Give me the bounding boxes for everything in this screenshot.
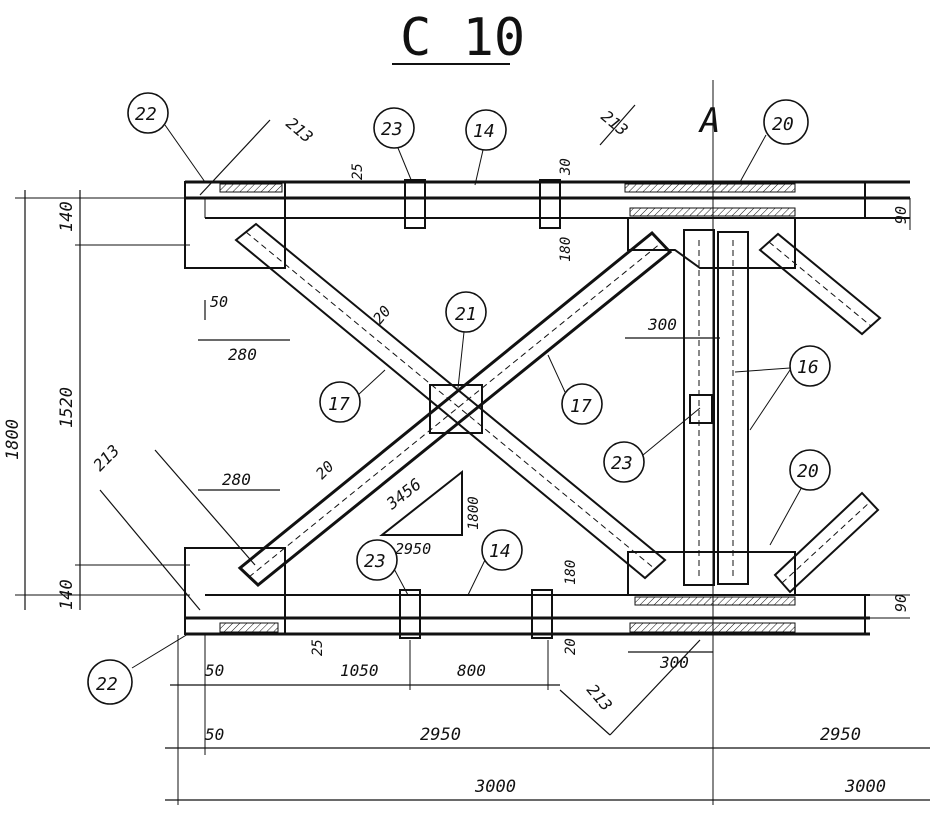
svg-text:20: 20 [797,461,819,482]
drawing-title: С 10 [400,8,525,68]
dim-20-bottom: 20 [563,638,579,655]
dim-140-top: 140 [57,201,77,232]
dim-300-top: 300 [647,315,677,334]
callout-23-mid: 23 [603,441,645,483]
dim-3000-left: 3000 [474,777,516,797]
left-dimension-chain: 1800 1520 140 140 [3,190,190,610]
dim-213-top-right: 213 [597,107,631,140]
svg-text:17: 17 [570,396,592,417]
lower-dimensions: 213 280 20 180 90 25 20 300 213 [89,441,910,736]
dim-20-lower: 20 [312,457,338,483]
dim-1800-triangle: 1800 [466,496,482,530]
dim-800: 800 [457,661,486,680]
svg-text:14: 14 [489,541,511,562]
dim-2950-left: 2950 [420,725,461,745]
svg-text:22: 22 [135,104,157,125]
dim-90-bottom: 90 [892,594,910,612]
dim-2950-right: 2950 [820,725,861,745]
dim-213-bottom-right: 213 [583,680,616,714]
dim-213-bottom-left: 213 [89,441,123,475]
callout-20-mid: 20 [789,449,831,491]
dim-213-top-left: 213 [282,114,316,147]
callout-22-top: 22 [127,92,169,134]
callout-17-right: 17 [561,383,603,425]
dim-25-bottom: 25 [310,639,326,656]
adjacent-braces [758,232,882,594]
svg-text:23: 23 [364,551,386,572]
svg-text:16: 16 [797,357,819,378]
svg-text:17: 17 [328,394,350,415]
bottom-chord [185,594,870,636]
dim-50-bottom: 50 [205,661,224,680]
left-end-plates [184,181,286,635]
svg-text:23: 23 [611,453,633,474]
svg-text:14: 14 [473,121,495,142]
dim-1520: 1520 [57,387,77,428]
callout-bubbles: 22 23 14 20 21 17 17 16 [87,92,831,705]
center-node-plate [429,384,483,434]
axis-mark: А [698,101,720,141]
axis-line: А [698,80,720,805]
svg-text:22: 22 [96,674,118,695]
spacer-plates [399,179,713,639]
callout-17-left: 17 [319,381,361,423]
dim-30-top: 30 [558,158,574,176]
callout-16: 16 [789,345,831,387]
dim-25-top: 25 [350,163,366,180]
dim-20-upper: 20 [369,302,394,327]
svg-text:21: 21 [455,304,477,325]
dim-180-bottom: 180 [563,560,579,585]
leader-lines [131,124,804,669]
dim-2950-triangle: 2950 [395,540,431,558]
dim-280-bottom: 280 [222,470,251,489]
callout-14-bottom: 14 [481,529,523,571]
callout-23-top: 23 [373,107,415,149]
title-block: С 10 [392,8,525,68]
diagonal-braces [234,222,673,587]
dim-50-left: 50 [210,293,228,311]
dim-50-lower: 50 [205,725,224,744]
gusset-plates [627,217,796,596]
dim-1800-left: 1800 [3,419,23,460]
top-chord [185,180,910,219]
dim-180-top: 180 [558,237,574,262]
dim-1050: 1050 [340,661,379,680]
dim-280-top: 280 [228,345,257,364]
callout-21: 21 [445,291,487,333]
top-dimensions: 25 30 180 90 50 280 300 213 213 20 [198,104,911,364]
svg-text:23: 23 [381,119,403,140]
dim-140-bottom: 140 [57,579,77,610]
callout-22-bottom: 22 [87,659,133,705]
callout-23-bottom: 23 [356,539,398,581]
svg-text:20: 20 [772,114,794,135]
dim-90-top: 90 [892,206,910,224]
vertical-posts [683,229,749,586]
callout-20-top: 20 [763,99,809,145]
bottom-dimension-chains: 50 1050 800 50 2950 2950 3000 3000 [165,635,930,805]
slope-triangle: 3456 1800 2950 [379,469,482,558]
callout-14-top: 14 [465,109,507,151]
dim-3000-right: 3000 [844,777,886,797]
dim-300-bottom: 300 [659,653,689,672]
